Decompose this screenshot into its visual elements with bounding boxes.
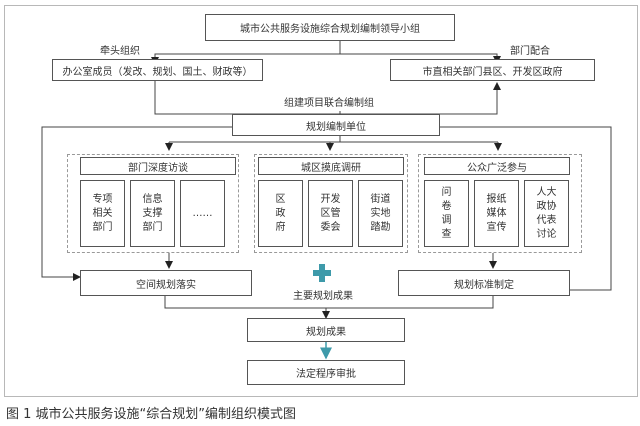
- item-line: 查: [441, 228, 452, 240]
- lead-organize-label: 牵头组织: [100, 46, 140, 57]
- group-title-box: 城区摸底调研: [258, 157, 404, 175]
- city-departments-box: 市直相关部门县区、开发区政府: [390, 59, 595, 81]
- city-departments-label: 市直相关部门县区、开发区政府: [422, 66, 563, 78]
- plus-icon: [313, 264, 331, 282]
- group-item: 报纸媒体宣传: [474, 180, 519, 247]
- spatial-planning-label: 空间规划落实: [136, 279, 196, 291]
- item-line: 政协: [536, 200, 557, 212]
- group-title-box: 部门深度访谈: [80, 157, 236, 175]
- office-members-box: 办公室成员（发改、规划、国土、财政等）: [52, 59, 263, 81]
- item-line: 人大: [536, 186, 557, 198]
- leadership-group-label: 城市公共服务设施综合规划编制领导小组: [240, 24, 420, 35]
- group-item: 信息支撑部门: [130, 180, 175, 247]
- group-dept-interview: [67, 154, 239, 253]
- item-line: 委会: [320, 221, 341, 233]
- item-line: 踏勘: [370, 221, 391, 233]
- group-item: 街道实地踏勘: [358, 180, 403, 247]
- item-line: 媒体: [486, 207, 507, 219]
- joint-team-label: 组建项目联合编制组: [284, 98, 374, 109]
- group-district-survey: [254, 154, 408, 253]
- item-line: 宣传: [486, 221, 507, 233]
- item-line: 问: [441, 186, 452, 198]
- item-line: 支撑: [142, 207, 163, 219]
- group-public-participation: [418, 154, 582, 253]
- item-line: 实地: [370, 207, 391, 219]
- item-line: 府: [275, 221, 286, 233]
- main-results-label: 主要规划成果: [293, 291, 353, 302]
- group-item: 专项相关部门: [80, 180, 125, 247]
- group-title: 部门深度访谈: [128, 162, 188, 174]
- planning-results-label: 规划成果: [306, 326, 346, 338]
- spatial-planning-box: 空间规划落实: [80, 270, 252, 296]
- item-line: 报纸: [486, 193, 507, 205]
- group-title: 城区摸底调研: [301, 162, 361, 174]
- planning-unit-label: 规划编制单位: [306, 121, 366, 133]
- group-item: 区政府: [258, 180, 303, 247]
- group-title-box: 公众广泛参与: [424, 157, 570, 175]
- planning-results-box: 规划成果: [247, 318, 405, 342]
- legal-approval-box: 法定程序审批: [247, 360, 405, 385]
- item-line: 街道: [370, 193, 391, 205]
- item-line: 代表: [536, 214, 557, 226]
- group-title: 公众广泛参与: [467, 162, 527, 174]
- item-line: 区: [275, 193, 286, 205]
- item-line: 政: [275, 207, 286, 219]
- item-line: 部门: [92, 221, 113, 233]
- planning-unit-box: 规划编制单位: [232, 114, 440, 136]
- item-line: 调: [441, 214, 452, 226]
- group-item: 问卷调查: [424, 180, 469, 247]
- leadership-group-box: 城市公共服务设施综合规划编制领导小组: [205, 14, 455, 41]
- group-item: 开发区管委会: [308, 180, 353, 247]
- group-item: ……: [180, 180, 225, 247]
- figure-caption: 图 1 城市公共服务设施“综合规划”编制组织模式图: [6, 407, 297, 422]
- item-line: 相关: [92, 207, 113, 219]
- planning-standard-label: 规划标准制定: [454, 279, 514, 291]
- item-line: 部门: [142, 221, 163, 233]
- item-line: 开发: [320, 193, 341, 205]
- item-line: 讨论: [536, 228, 557, 240]
- item-line: 卷: [441, 200, 452, 212]
- planning-standard-box: 规划标准制定: [398, 270, 570, 296]
- office-members-label: 办公室成员（发改、规划、国土、财政等）: [62, 66, 253, 78]
- item-line: 专项: [92, 193, 113, 205]
- group-item: 人大政协代表讨论: [524, 180, 569, 247]
- item-line: 信息: [142, 193, 163, 205]
- item-line: ……: [192, 207, 213, 219]
- dept-cooperate-label: 部门配合: [510, 46, 550, 57]
- item-line: 区管: [320, 207, 341, 219]
- legal-approval-label: 法定程序审批: [296, 369, 356, 380]
